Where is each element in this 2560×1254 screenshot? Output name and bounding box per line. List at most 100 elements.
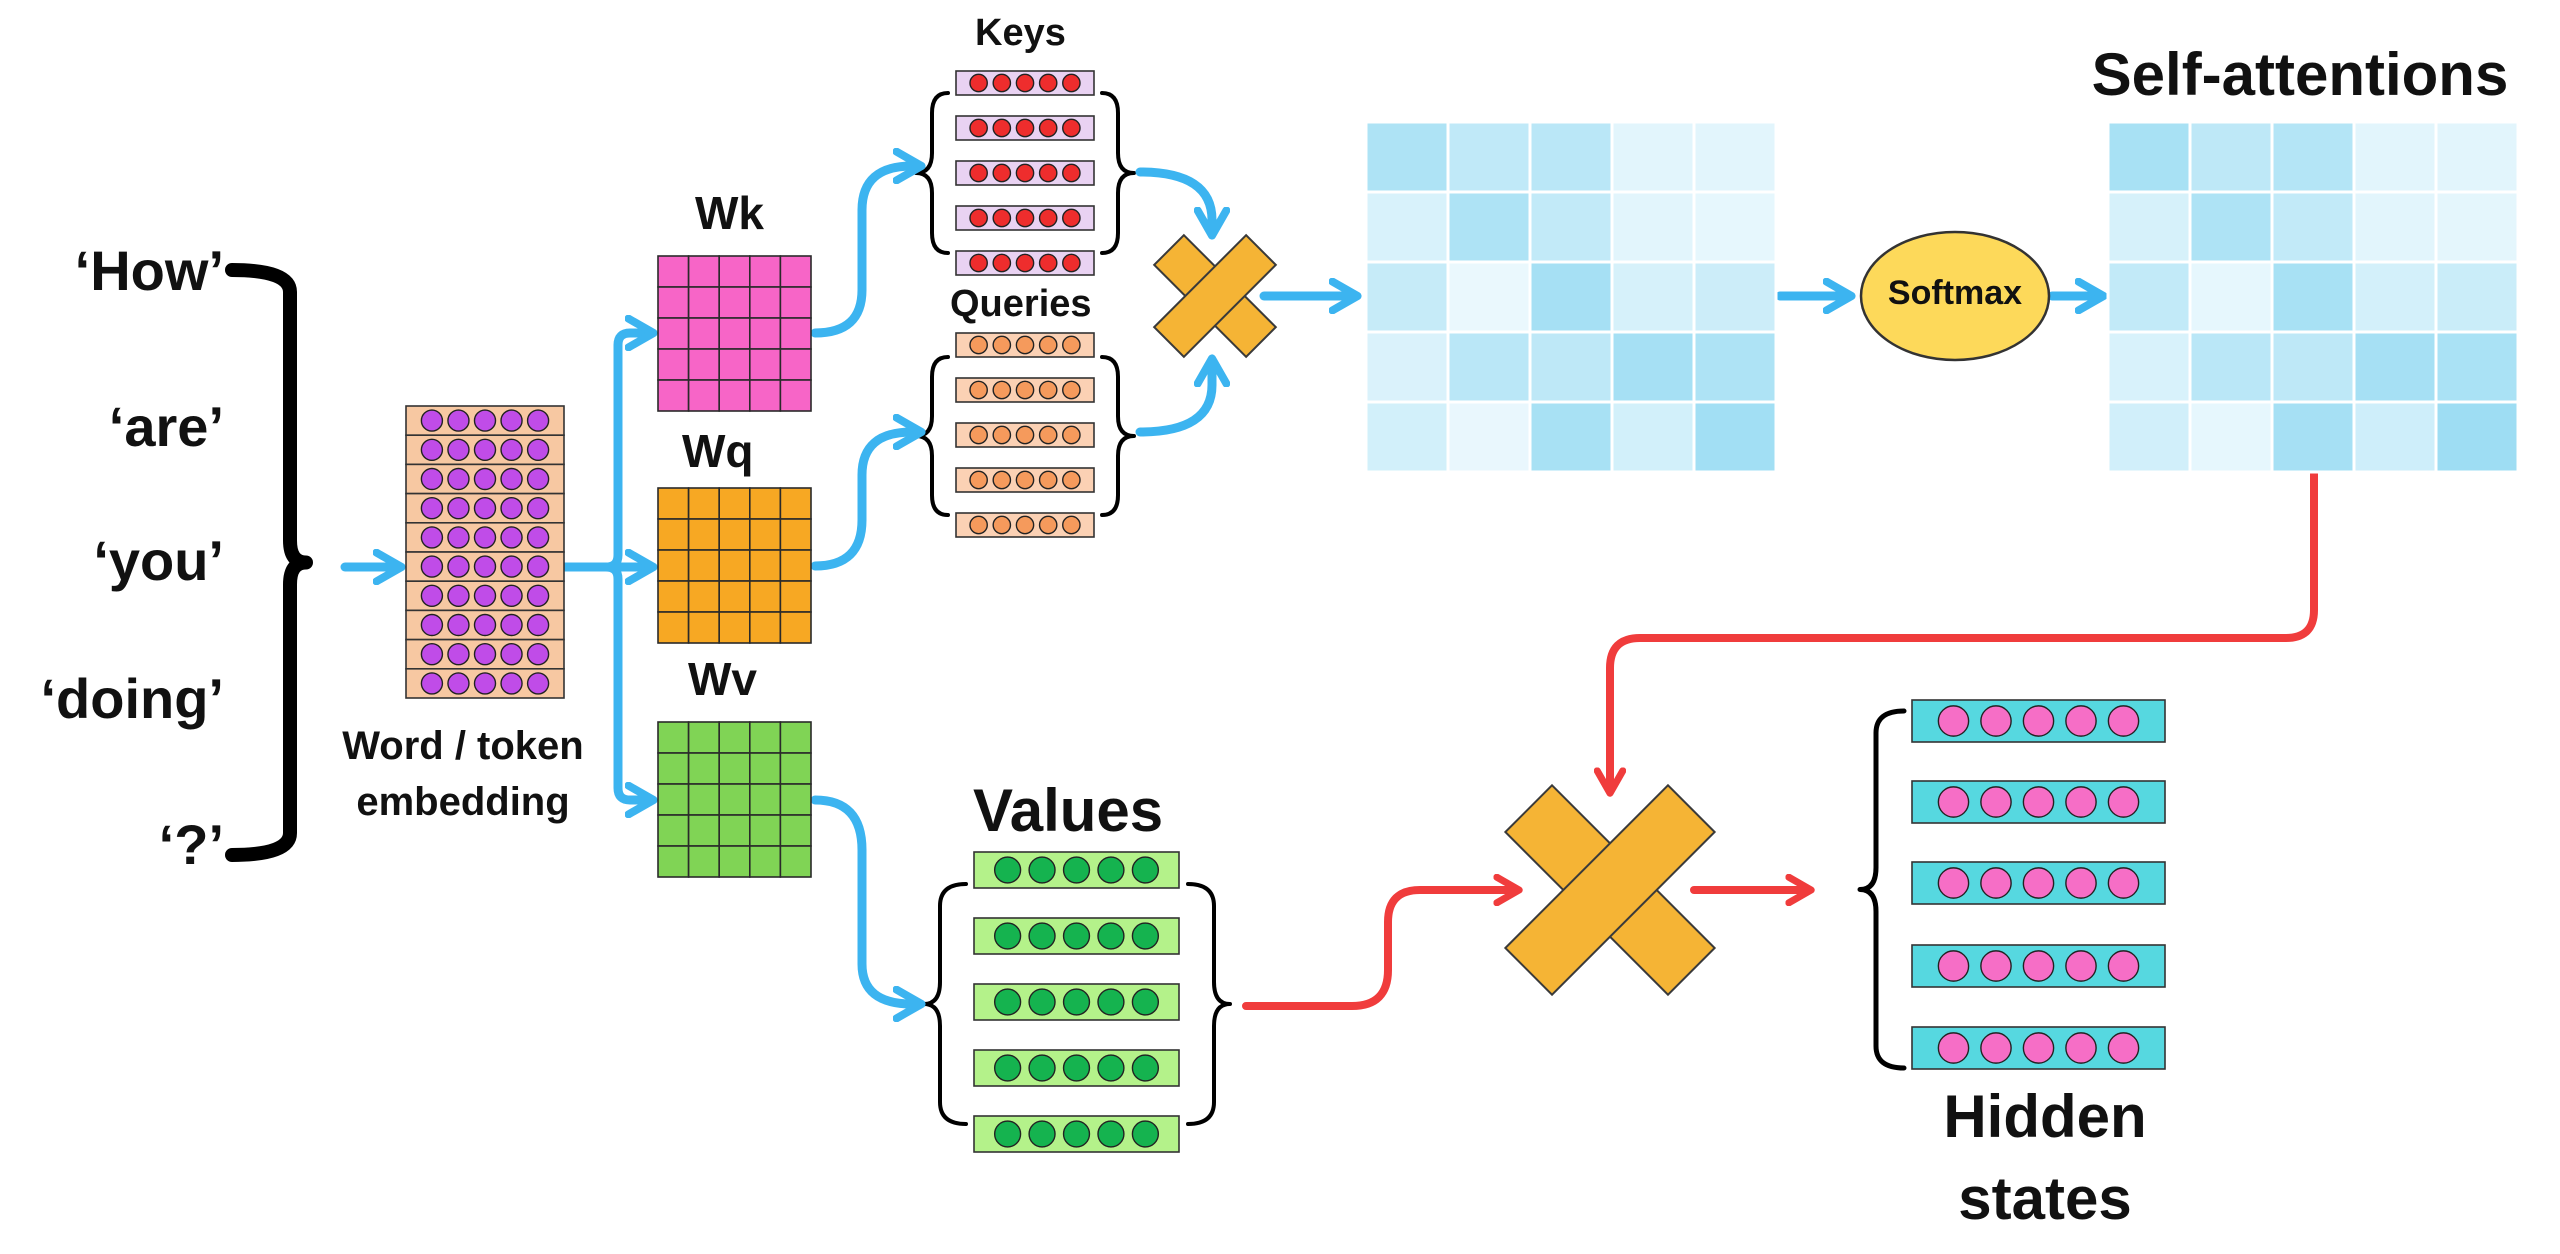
self-attentions-heatmap-cell [2270,190,2356,264]
query-vector-dot [1015,470,1035,490]
wk-matrix-cell [657,348,690,381]
value-vector-dot [1028,988,1056,1016]
query-vector-dot [1062,470,1081,490]
value-vector-dot [1062,1054,1091,1082]
wv-matrix-cell [779,752,812,785]
embedding-row-dot [447,584,470,608]
wq-matrix-cell [779,611,812,644]
key-vector-dot [969,73,988,93]
self-attentions-heatmap-cell [2106,190,2192,264]
embedding-row [405,551,565,583]
wk-matrix-cell [748,286,782,319]
value-vector-dot [1028,922,1056,950]
value-vector-dot [993,1120,1022,1148]
embedding-matrix [405,405,565,699]
key-vector-dot [992,253,1012,273]
attention-scores-heatmap-cell [1446,120,1532,194]
hidden-state-vector-dot [2065,867,2097,899]
attention-scores-heatmap [1364,120,1778,474]
embedding-row [405,521,565,553]
attention-scores-heatmap-cell [1364,260,1450,334]
multiply-icon-large [1503,783,1717,997]
value-vector [973,851,1180,889]
wk-matrix-cell [687,348,720,381]
embedding-row-dot [473,467,497,491]
attention-scores-heatmap-cell [1528,120,1614,194]
wv-matrix-cell [748,814,782,847]
arrow-wk-to-keys [810,166,918,338]
attention-scores-heatmap-cell [1528,330,1614,404]
embedding-row-dot [500,467,523,491]
hidden-state-vector-dot [2065,1032,2097,1064]
key-vector-dot [969,118,988,138]
multiply-icon-small [1152,233,1278,359]
embedding-row-dot [473,613,497,637]
wk-matrix-cell [718,255,751,288]
self-attentions-heatmap-cell [2270,400,2356,474]
attention-scores-heatmap-cell [1610,260,1696,334]
hidden-state-vector-dot [2107,1032,2140,1064]
query-vector-dot [1015,380,1035,400]
value-vector-dot [1062,922,1091,950]
wv-matrix-cell [718,814,751,847]
hidden-states-line2: states [1958,1165,2132,1232]
self-attentions-heatmap-cell [2188,260,2274,334]
wk-matrix-cell [748,348,782,381]
wv-matrix-cell [687,845,720,878]
query-vector [955,377,1095,403]
self-attentions-heatmap-cell [2352,190,2438,264]
embedding-row-dot [447,438,470,462]
embedding-row-dot [500,438,523,462]
wv-matrix-cell [657,721,690,754]
wq-matrix-cell [657,487,690,520]
value-vector-dot [1097,856,1125,884]
wq-matrix-cell [779,549,812,582]
attention-scores-heatmap-cell [1446,190,1532,264]
key-vector-dot [992,163,1012,183]
embedding-row-dot [526,409,550,432]
wk-matrix-cell [687,379,720,412]
embedding-row-dot [473,496,497,520]
keys-brace-left [914,91,950,255]
wk-matrix-cell [779,348,812,381]
multiply-icon-small-center [1187,268,1243,324]
wv-matrix-cell [748,845,782,878]
query-vector-dot [1062,515,1081,535]
embedding-row-dot [526,438,550,462]
wq-matrix-cell [779,518,812,551]
embedding-row-dot [526,584,550,608]
wk-matrix-cell [718,286,751,319]
embedding-row [405,405,565,437]
softmax-node [1859,230,2051,362]
values-label: Values [973,777,1164,844]
value-vector-dot [993,922,1022,950]
wk-matrix-cell [687,255,720,288]
attention-scores-heatmap-cell [1610,400,1696,474]
embedding-row-dot [500,526,523,549]
wv-matrix-cell [718,721,751,754]
key-vector-dot [969,253,988,273]
key-vector-dot [1062,208,1081,228]
wv-matrix-cell [779,845,812,878]
self-attentions-heatmap-cell [2434,260,2520,334]
embedding-row-dot [447,409,470,432]
token-doing: ‘doing’ [40,667,224,730]
token-are: ‘are’ [108,395,224,458]
key-vector-dot [1015,73,1035,93]
embedding-row-dot [420,642,444,666]
arrow-attentions-to-multiply [1610,470,2318,790]
query-vector [955,422,1095,448]
value-vector-dot [993,856,1022,884]
hidden-state-vector [1911,861,2166,905]
wq-matrix-cell [718,487,751,520]
wq-matrix-cell [718,580,751,613]
self-attentions-heatmap-cell [2352,400,2438,474]
embedding-row-dot [420,409,444,432]
query-vector-dot [1062,425,1081,445]
hidden-state-vector [1911,1026,2166,1070]
embedding-row-dot [420,613,444,637]
query-vector-dot [1038,515,1058,535]
token-how: ‘How’ [74,239,224,302]
query-vector-dot [1015,335,1035,355]
hidden-state-vector-dot [2065,705,2097,737]
